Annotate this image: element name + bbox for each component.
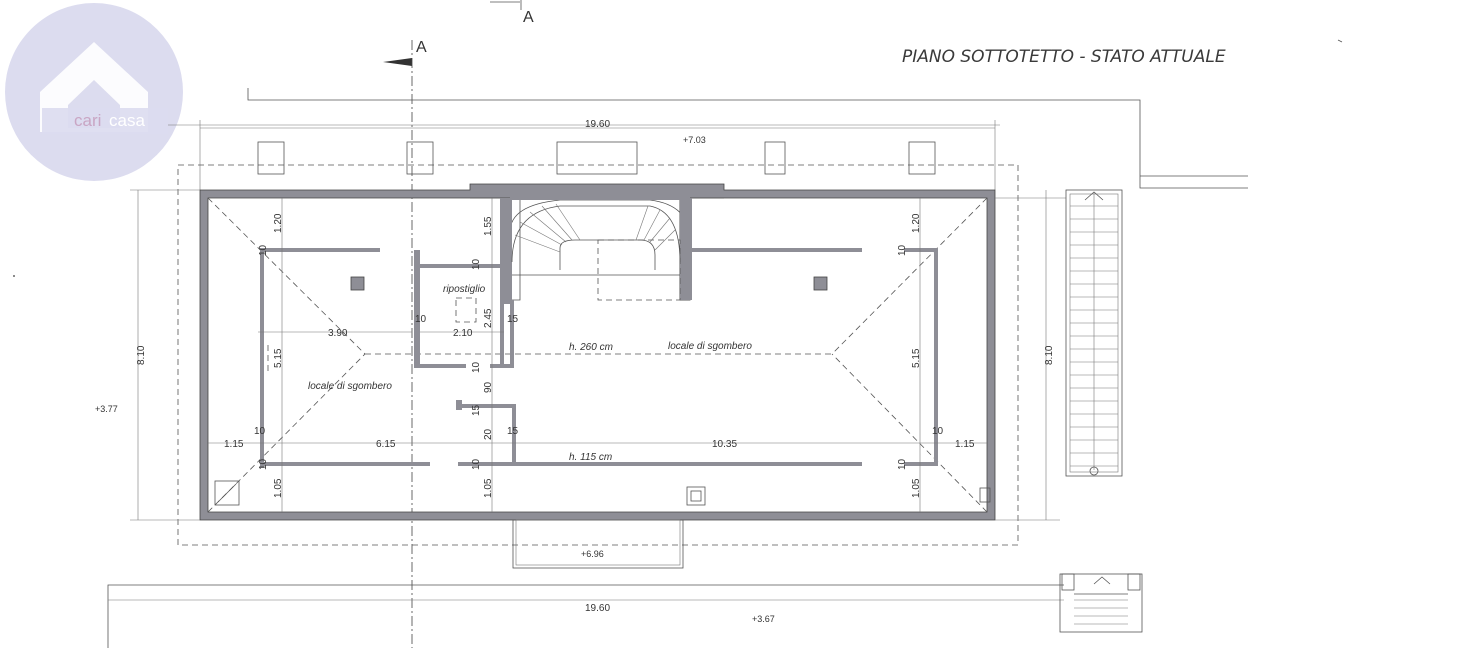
storage-hatch (455, 297, 477, 323)
balcony (512, 519, 684, 569)
dim-overall-top: 19.60 (585, 119, 610, 130)
elevation-balcony: +6.96 (581, 549, 604, 559)
dim-right-mid: 5.15 (911, 348, 922, 368)
dim-row-mid: 6.15 (376, 439, 396, 450)
chimney-4 (764, 141, 786, 175)
logo-text-casa: casa (109, 111, 145, 130)
dim-left-room-width: 3.90 (328, 328, 348, 339)
dim-passage: 90 (483, 381, 494, 393)
logo-text-cari: cari (74, 111, 101, 130)
context-outline-top (247, 88, 1248, 189)
label-height-low: h. 115 cm (569, 452, 612, 463)
elevation-top: +7.03 (683, 135, 706, 145)
spiral-stair (511, 205, 681, 263)
dim-mid-bottom: 1.05 (483, 478, 494, 498)
dim-row-far-right: 1.15 (955, 439, 975, 450)
room-label-main: locale di sgombero (668, 341, 752, 352)
wall-mark-3: 10 (897, 458, 908, 470)
dim-passage-2: 20 (483, 428, 494, 440)
wall-mark-8: 10 (471, 458, 482, 470)
section-label-top: A (523, 9, 534, 26)
room-label-storage: ripostiglio (443, 284, 486, 295)
external-stair (1065, 189, 1123, 477)
stair-void (597, 239, 681, 301)
wall-mark-6: 10 (471, 361, 482, 373)
chimney-3 (556, 141, 638, 175)
dim-right-bottom: 1.05 (911, 478, 922, 498)
section-mark-top: A (490, 0, 534, 26)
dim-stair-gap: 1.55 (483, 216, 494, 236)
wall-mark-4: 10 (258, 458, 269, 470)
dim-left-bottom: 1.05 (273, 478, 284, 498)
dim-store-depth: 2.45 (483, 308, 494, 328)
roof-ridge-lines (207, 197, 988, 513)
dim-left-top: 1.20 (273, 213, 284, 233)
chimney-1 (257, 141, 285, 175)
dim-row-left: 1.15 (224, 439, 244, 450)
stair-wall-right (680, 198, 692, 300)
dim-right-top: 1.20 (911, 213, 922, 233)
vent-center (686, 486, 706, 506)
interior-walls (260, 248, 938, 468)
wall-mark-1: 10 (258, 244, 269, 256)
section-label-a: A (416, 39, 427, 56)
dim-store-width: 2.10 (453, 328, 473, 339)
pillar-right (813, 276, 828, 291)
wall-mark-13: 10 (932, 426, 944, 437)
stair-treads (514, 203, 676, 253)
section-mark-a: A (383, 39, 427, 66)
pillar-left (350, 276, 365, 291)
elevation-bottom: +3.67 (752, 614, 775, 624)
wall-mark-2: 10 (897, 244, 908, 256)
wall-mark-7: 15 (471, 404, 482, 416)
plan-title: PIANO SOTTOTETTO - STATO ATTUALE (902, 47, 1226, 67)
room-label-left: locale di sgombero (308, 381, 392, 392)
chimney-5 (908, 141, 936, 175)
label-height-high: h. 260 cm (569, 342, 613, 353)
wall-mark-12: 10 (254, 426, 266, 437)
vent-right (979, 487, 991, 503)
wall-mark-9: 10 (415, 314, 427, 325)
roof-overhang (177, 164, 1019, 546)
dim-left-mid: 5.15 (273, 348, 284, 368)
wall-mark-5: 10 (471, 258, 482, 270)
dim-overall-bottom: 19.60 (585, 603, 610, 614)
external-stair-bottom (1059, 573, 1143, 633)
context-outline-bottom (107, 584, 1064, 648)
corner-shaft-left (214, 480, 240, 506)
wall-mark-10: 15 (507, 314, 519, 325)
elevation-left: +3.77 (95, 404, 118, 414)
chimney-2 (406, 141, 434, 175)
dim-row-right: 10.35 (712, 439, 737, 450)
dim-height-left: 8.10 (136, 345, 147, 365)
wall-mark-11: 15 (507, 426, 519, 437)
dim-height-right: 8.10 (1044, 345, 1055, 365)
caricasa-logo: cari casa (5, 3, 183, 181)
